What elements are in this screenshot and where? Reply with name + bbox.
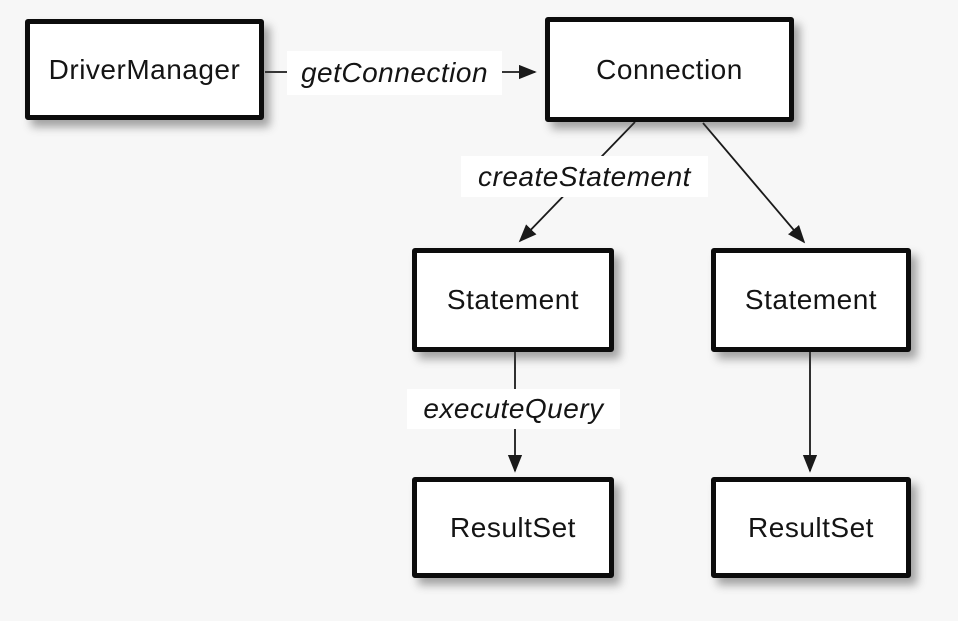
edge-label-execute-query: executeQuery (407, 389, 620, 429)
edge-label-create-statement: createStatement (461, 156, 708, 197)
node-statement-left-label: Statement (446, 284, 580, 315)
node-statement-right-label: Statement (744, 284, 878, 315)
node-resultset-left-label: ResultSet (450, 511, 576, 543)
node-driver-manager: DriverManager (25, 19, 264, 120)
node-driver-manager-label: DriverManager (48, 53, 241, 85)
node-connection-label: Connection (596, 53, 743, 85)
arrow-connection-to-statement-right (702, 122, 806, 244)
node-resultset-right-label: ResultSet (748, 511, 874, 543)
node-statement-right: Statement (711, 248, 911, 352)
node-resultset-left: ResultSet (412, 477, 614, 578)
edge-label-get-connection: getConnection (287, 51, 502, 95)
node-statement-left: Statement (412, 248, 614, 352)
node-resultset-right: ResultSet (711, 477, 911, 578)
node-connection: Connection (545, 17, 794, 122)
